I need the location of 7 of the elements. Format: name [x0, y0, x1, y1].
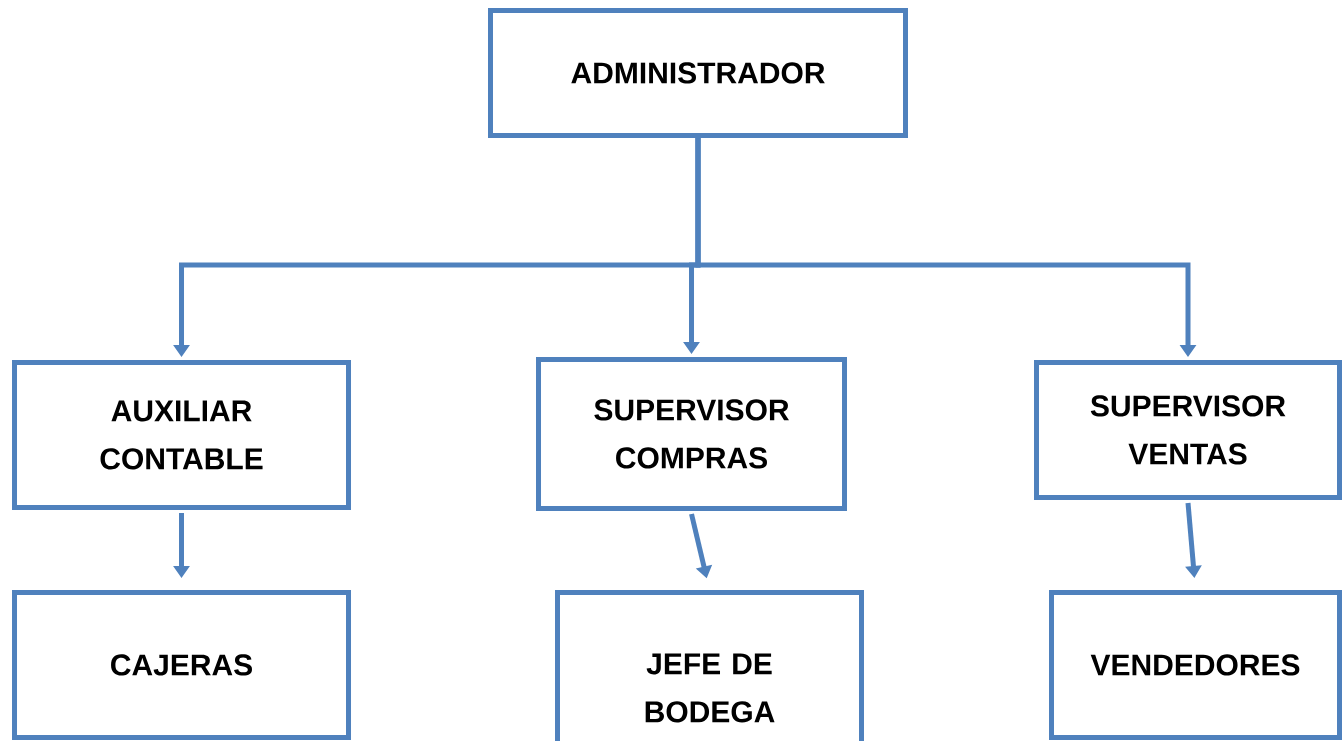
org-box: SUPERVISOR COMPRAS — [536, 357, 847, 511]
org-box: CAJERAS — [12, 590, 351, 740]
org-box: SUPERVISOR VENTAS — [1034, 360, 1342, 500]
org-box: VENDEDORES — [1049, 590, 1342, 740]
org-box: JEFE DE BODEGA — [555, 590, 864, 741]
org-box: ADMINISTRADOR — [488, 8, 908, 138]
org-box: AUXILIAR CONTABLE — [12, 360, 351, 510]
